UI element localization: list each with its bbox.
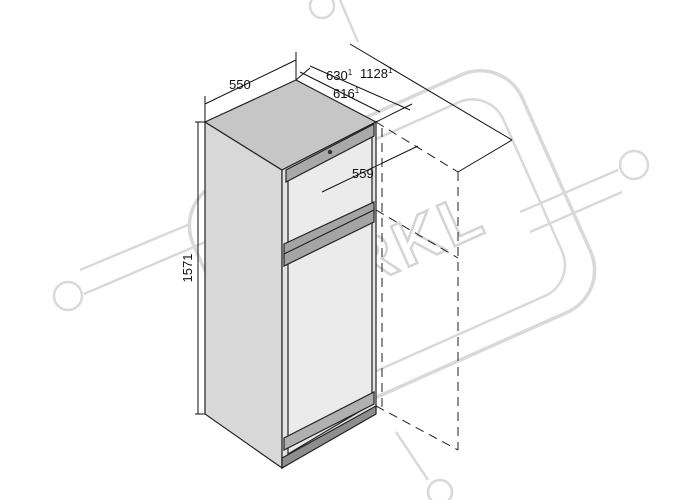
watermark-line [519, 168, 619, 214]
label-door-open-depth: 11281 [360, 66, 393, 81]
fridge-door-handle [283, 209, 375, 267]
dim-width-line [204, 59, 297, 105]
door-swing-bottom [375, 405, 459, 451]
dim-depth-top-ext [375, 103, 413, 123]
watermark-circle-bottom [426, 478, 454, 500]
dimension-lines [195, 43, 513, 415]
label-depth-handles: 6161 [333, 86, 360, 101]
watermark-circle-right [618, 149, 650, 181]
dim-depth-1128-ext [457, 139, 513, 173]
dim-depth-616-line [299, 71, 381, 113]
fridge [203, 79, 378, 470]
dim-depth-630-line [309, 65, 411, 111]
watermark-circle-top [308, 0, 336, 20]
fridge-side-face [204, 120, 283, 470]
label-width: 550 [229, 77, 251, 92]
fridge-base [281, 404, 377, 470]
watermark-line [529, 190, 623, 234]
watermark-line [394, 431, 430, 481]
label-door-width: 559 [352, 166, 374, 181]
watermark-line [338, 0, 360, 43]
freezer-indicator [327, 149, 333, 155]
watermark-circle-left [52, 280, 84, 312]
label-height: 1571 [180, 254, 195, 283]
dim-depth-1128-line [349, 43, 513, 141]
fridge-door-bottom-trim [283, 391, 375, 451]
watermark-line [83, 238, 211, 296]
label-depth: 6301 [326, 68, 353, 83]
watermark-line [79, 222, 191, 272]
dimension-labels: 550 6301 6161 11281 559 1571 [180, 66, 393, 282]
door-swing-mid [375, 209, 459, 259]
dim-door-width-line [321, 145, 419, 193]
